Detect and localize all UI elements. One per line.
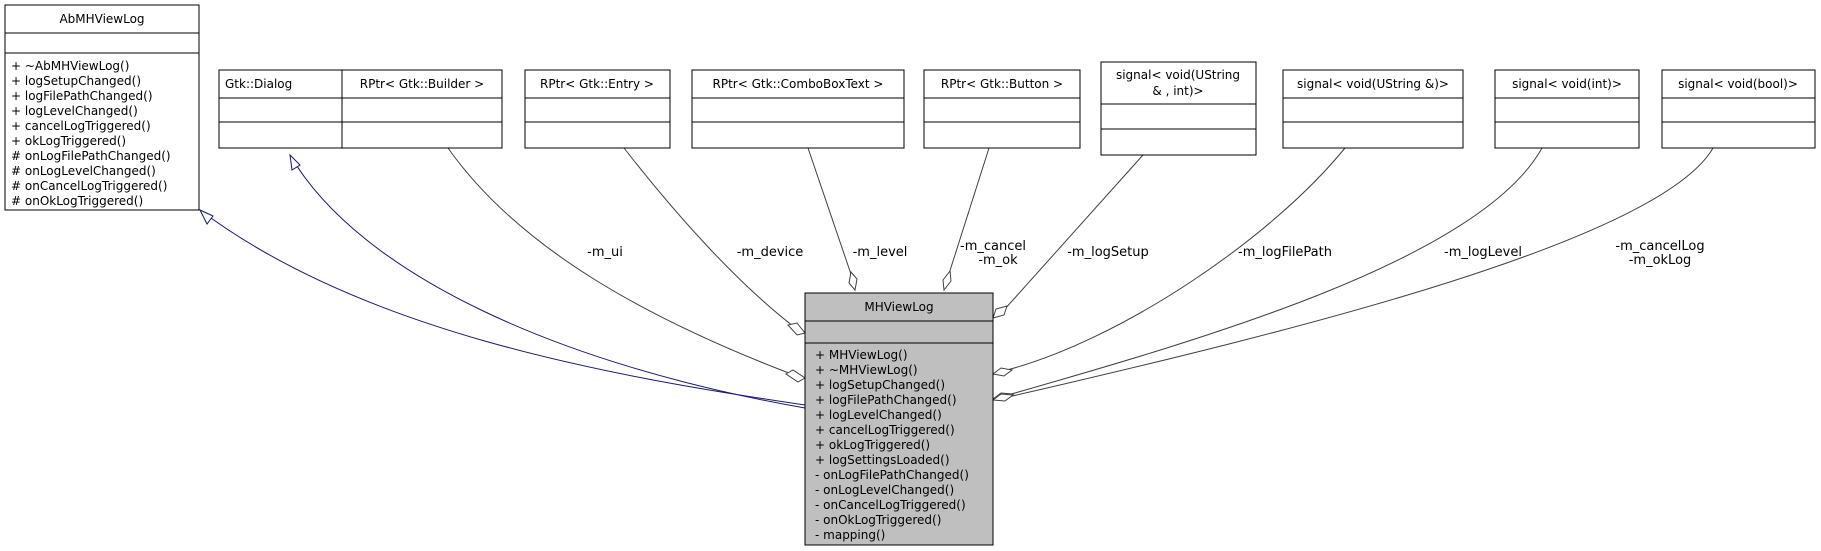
method-abmhviewlog: + ~AbMHViewLog() bbox=[11, 59, 129, 73]
aggregation-edge-m-level bbox=[807, 147, 854, 281]
aggregation-diamond-m-device bbox=[787, 322, 806, 336]
edge-label-m-oklog: -m_okLog bbox=[1629, 253, 1692, 268]
method-abmhviewlog: + logSetupChanged() bbox=[11, 74, 141, 88]
method-abmhviewlog: # onLogLevelChanged() bbox=[11, 164, 156, 178]
method-mhviewlog: + logSettingsLoaded() bbox=[815, 453, 950, 467]
class-rptr-comboboxtext: RPtr< Gtk::ComboBoxText > bbox=[691, 69, 905, 149]
inheritance-arrowhead-gtk-dialog bbox=[289, 153, 301, 171]
method-mhviewlog: + logSetupChanged() bbox=[815, 378, 945, 392]
aggregation-diamond-m-logsetup bbox=[992, 305, 1008, 319]
class-signal-int: signal< void(int)> bbox=[1494, 69, 1640, 149]
inheritance-edge-abmhviewlog bbox=[199, 209, 806, 406]
method-abmhviewlog: + okLogTriggered() bbox=[11, 134, 126, 148]
edge-label-m-ui: -m_ui bbox=[587, 245, 623, 260]
edge-label-m-ok: -m_ok bbox=[978, 253, 1018, 268]
edge-label-m-loglevel: -m_logLevel bbox=[1444, 245, 1522, 260]
method-mhviewlog: + logFilePathChanged() bbox=[815, 393, 957, 407]
class-name-signal-ustring-int: & , int)> bbox=[1152, 84, 1203, 98]
class-signal-ustring: signal< void(UString &)> bbox=[1282, 69, 1464, 149]
class-name-rptr-button: RPtr< Gtk::Button > bbox=[941, 77, 1063, 91]
class-rptr-builder: RPtr< Gtk::Builder > bbox=[341, 69, 503, 149]
aggregation-edge-m-logsetup bbox=[1003, 154, 1144, 311]
class-abmhviewlog: AbMHViewLog + ~AbMHViewLog() + logSetupC… bbox=[4, 4, 200, 211]
class-name-rptr-comboboxtext: RPtr< Gtk::ComboBoxText > bbox=[713, 77, 884, 91]
edge-label-m-logsetup: -m_logSetup bbox=[1067, 245, 1149, 260]
class-signal-bool: signal< void(bool)> bbox=[1661, 69, 1816, 149]
class-rptr-entry: RPtr< Gtk::Entry > bbox=[524, 69, 671, 149]
class-name-signal-ustring-int: signal< void(UString bbox=[1116, 68, 1240, 82]
inheritance-arrowhead-abmhviewlog bbox=[198, 208, 214, 225]
method-mhviewlog: + logLevelChanged() bbox=[815, 408, 942, 422]
class-name-mhviewlog: MHViewLog bbox=[864, 300, 933, 314]
class-name-signal-bool: signal< void(bool)> bbox=[1678, 77, 1798, 91]
aggregation-diamond-m-cancel bbox=[942, 269, 952, 292]
aggregation-diamond-m-level bbox=[848, 270, 858, 292]
aggregation-edge-m-cancel bbox=[946, 147, 990, 281]
method-mhviewlog: - mapping() bbox=[815, 528, 885, 542]
edge-label-m-level: -m_level bbox=[853, 245, 908, 260]
method-mhviewlog: - onLogFilePathChanged() bbox=[815, 468, 969, 482]
class-name-gtk-dialog: Gtk::Dialog bbox=[225, 77, 292, 91]
method-abmhviewlog: # onOkLogTriggered() bbox=[11, 194, 143, 208]
aggregation-diamond-m-logfilepath bbox=[991, 367, 1014, 377]
class-mhviewlog: MHViewLog + MHViewLog() + ~MHViewLog() +… bbox=[804, 292, 994, 546]
edge-label-m-cancellog: -m_cancelLog bbox=[1615, 239, 1704, 254]
aggregation-edge-m-loglevel bbox=[1007, 147, 1543, 396]
class-rptr-button: RPtr< Gtk::Button > bbox=[923, 69, 1081, 149]
method-mhviewlog: + okLogTriggered() bbox=[815, 438, 930, 452]
inheritance-edge-gtk-dialog bbox=[289, 154, 806, 409]
method-mhviewlog: - onCancelLogTriggered() bbox=[815, 498, 966, 512]
class-signal-ustring-int: signal< void(UString & , int)> bbox=[1100, 61, 1257, 156]
method-abmhviewlog: + cancelLogTriggered() bbox=[11, 119, 151, 133]
method-mhviewlog: - onOkLogTriggered() bbox=[815, 513, 941, 527]
class-name-rptr-entry: RPtr< Gtk::Entry > bbox=[540, 77, 654, 91]
aggregation-diamond-m-ui bbox=[785, 369, 806, 383]
edge-label-m-cancel: -m_cancel bbox=[960, 239, 1026, 254]
method-abmhviewlog: # onLogFilePathChanged() bbox=[11, 149, 171, 163]
method-abmhviewlog: + logFilePathChanged() bbox=[11, 89, 153, 103]
method-abmhviewlog: + logLevelChanged() bbox=[11, 104, 138, 118]
aggregation-diamond-m-cancellog bbox=[991, 393, 1015, 402]
aggregation-edge-m-logfilepath bbox=[1006, 147, 1346, 371]
class-gtk-dialog: Gtk::Dialog bbox=[218, 69, 360, 149]
class-name-signal-int: signal< void(int)> bbox=[1512, 77, 1622, 91]
aggregation-edge-m-device bbox=[623, 147, 794, 327]
method-abmhviewlog: # onCancelLogTriggered() bbox=[11, 179, 167, 193]
class-name-abmhviewlog: AbMHViewLog bbox=[59, 12, 144, 26]
method-mhviewlog: + ~MHViewLog() bbox=[815, 363, 918, 377]
edge-label-m-logfilepath: -m_logFilePath bbox=[1238, 245, 1332, 260]
aggregation-edge-m-ui bbox=[447, 147, 795, 376]
method-mhviewlog: + cancelLogTriggered() bbox=[815, 423, 955, 437]
aggregation-edge-m-cancellog bbox=[1007, 147, 1714, 398]
class-name-signal-ustring: signal< void(UString &)> bbox=[1297, 77, 1449, 91]
method-mhviewlog: - onLogLevelChanged() bbox=[815, 483, 954, 497]
method-mhviewlog: + MHViewLog() bbox=[815, 348, 908, 362]
edge-label-m-device: -m_device bbox=[737, 245, 804, 260]
class-name-rptr-builder: RPtr< Gtk::Builder > bbox=[360, 77, 484, 91]
